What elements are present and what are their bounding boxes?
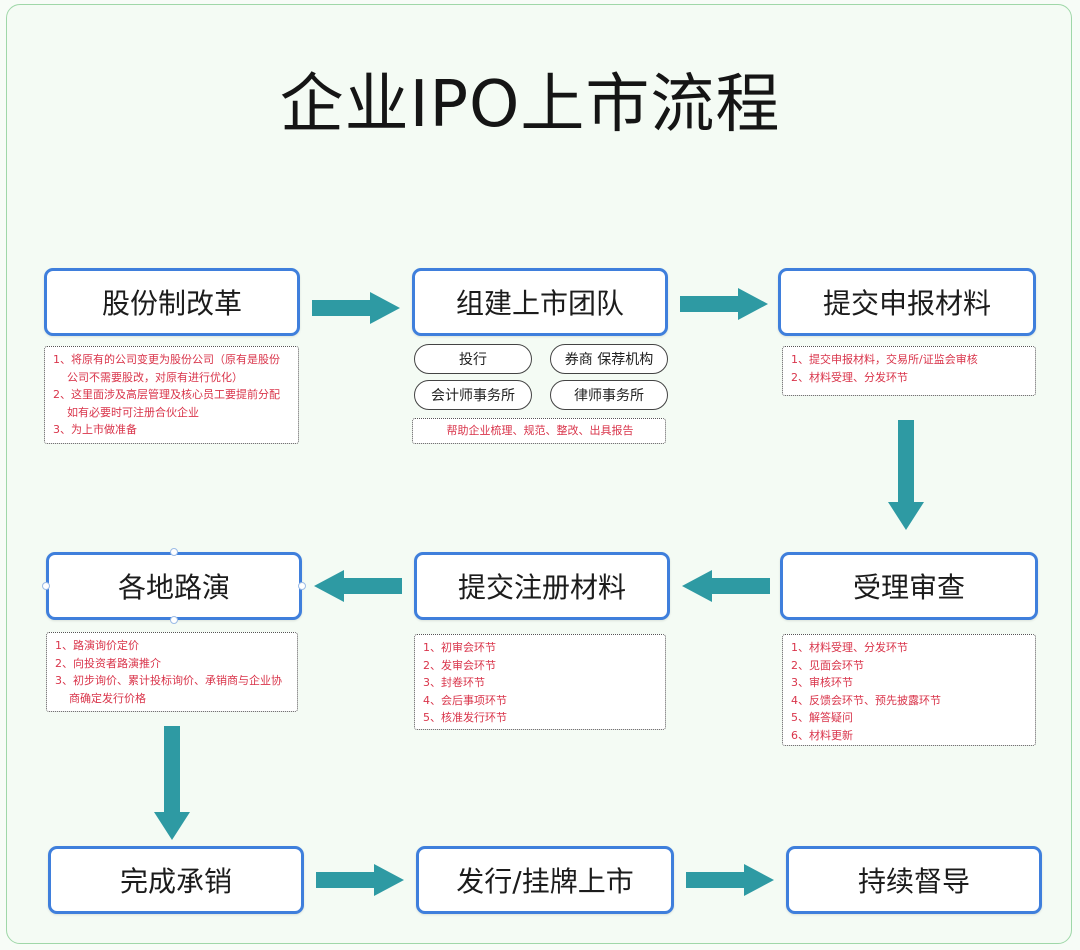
selection-handle[interactable] — [170, 616, 178, 624]
note-line: 1、路演询价定价 — [55, 639, 139, 652]
step-build-team[interactable]: 组建上市团队 — [412, 268, 668, 336]
note-line: 3、初步询价、累计投标询价、承销商与企业协 — [55, 674, 282, 687]
note-line: 2、见面会环节 — [791, 658, 864, 672]
note-line: 公司不需要股改，对原有进行优化） — [53, 370, 243, 384]
note-line: 4、会后事项环节 — [423, 693, 507, 707]
arrow-reform-to-team — [312, 292, 400, 324]
note-line: 4、反馈会环节、预先披露环节 — [791, 693, 941, 707]
step-submit-application[interactable]: 提交申报材料 — [778, 268, 1036, 336]
page-title: 企业IPO上市流程 — [279, 68, 781, 142]
notes-build-team: 帮助企业梳理、规范、整改、出具报告 — [412, 418, 666, 444]
team-member-law-firm[interactable]: 律师事务所 — [550, 380, 668, 410]
team-member-sponsor[interactable]: 券商 保荐机构 — [550, 344, 668, 374]
note-line: 1、提交申报材料，交易所/证监会审核 — [791, 353, 978, 366]
note-line: 2、这里面涉及高层管理及核心员工要提前分配 — [53, 388, 280, 401]
notes-submit-application: 1、提交申报材料，交易所/证监会审核 2、材料受理、分发环节 — [782, 346, 1036, 396]
notes-share-reform: 1、将原有的公司变更为股份公司（原有是股份 公司不需要股改，对原有进行优化） 2… — [44, 346, 299, 444]
diagram-frame — [6, 4, 1072, 944]
step-issuance-listing[interactable]: 发行/挂牌上市 — [416, 846, 674, 914]
selection-handle[interactable] — [170, 548, 178, 556]
note-line: 1、将原有的公司变更为股份公司（原有是股份 — [53, 353, 280, 366]
step-acceptance-review[interactable]: 受理审查 — [780, 552, 1038, 620]
team-member-accounting-firm[interactable]: 会计师事务所 — [414, 380, 532, 410]
notes-acceptance-review: 1、材料受理、分发环节 2、见面会环节 3、审核环节 4、反馈会环节、预先披露环… — [782, 634, 1036, 746]
arrow-roadshow-to-underwrite — [154, 726, 190, 840]
arrow-review-to-register — [682, 570, 770, 602]
note-line: 2、向投资者路演推介 — [55, 656, 161, 670]
note-line: 3、封卷环节 — [423, 676, 485, 689]
note-line: 3、为上市做准备 — [53, 423, 137, 436]
selection-handle[interactable] — [42, 582, 50, 590]
step-continuous-supervision[interactable]: 持续督导 — [786, 846, 1042, 914]
note-line: 6、材料更新 — [791, 728, 853, 742]
arrow-listing-to-supervise — [686, 864, 774, 896]
arrow-team-to-submit — [680, 288, 768, 320]
step-roadshow[interactable]: 各地路演 — [46, 552, 302, 620]
note-line: 1、材料受理、分发环节 — [791, 641, 908, 654]
arrow-underwrite-to-listing — [316, 864, 404, 896]
step-submit-registration[interactable]: 提交注册材料 — [414, 552, 670, 620]
note-line: 5、解答疑问 — [791, 711, 853, 724]
note-line: 5、核准发行环节 — [423, 711, 507, 724]
arrow-register-to-roadshow — [314, 570, 402, 602]
note-line: 2、发审会环节 — [423, 658, 496, 672]
arrow-submit-to-review — [888, 420, 924, 530]
selection-handle[interactable] — [298, 582, 306, 590]
note-line: 3、审核环节 — [791, 676, 853, 689]
note-line: 2、材料受理、分发环节 — [791, 370, 908, 384]
notes-roadshow: 1、路演询价定价 2、向投资者路演推介 3、初步询价、累计投标询价、承销商与企业… — [46, 632, 298, 712]
team-member-investment-bank[interactable]: 投行 — [414, 344, 532, 374]
note-line: 如有必要时可注册合伙企业 — [53, 405, 199, 419]
notes-submit-registration: 1、初审会环节 2、发审会环节 3、封卷环节 4、会后事项环节 5、核准发行环节 — [414, 634, 666, 730]
note-line: 1、初审会环节 — [423, 641, 496, 654]
note-line: 帮助企业梳理、规范、整改、出具报告 — [446, 424, 634, 437]
step-underwriting[interactable]: 完成承销 — [48, 846, 304, 914]
step-share-reform[interactable]: 股份制改革 — [44, 268, 300, 336]
note-line: 商确定发行价格 — [55, 691, 146, 705]
